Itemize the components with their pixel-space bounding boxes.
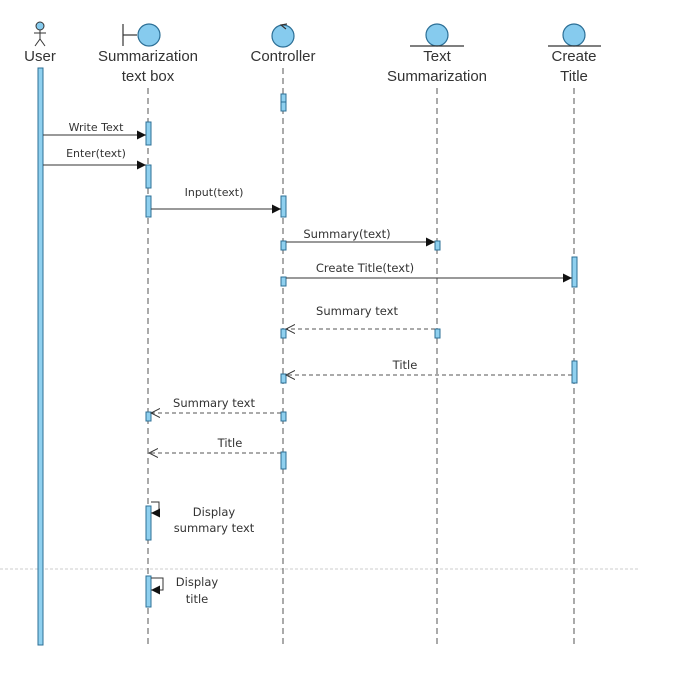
control-icon [271,23,295,48]
activation-bar [280,276,287,287]
message-label-line1: Display [176,575,219,589]
participant-create-title: Create Title [548,23,601,85]
participant-label-title-line2: Title [560,68,588,85]
message-create-title-call: Create Title(text) [286,261,572,283]
message-summary-return: Summary text [286,304,435,329]
message-label: Summary text [173,396,255,410]
self-message-arrow [151,577,164,595]
message-input-text: Input(text) [151,186,281,214]
activation-bar [434,240,441,251]
participant-label-controller: Controller [250,48,315,65]
activation-bar [280,240,287,251]
activation-bar [145,121,152,146]
activation-bar [145,195,152,218]
activation-bar [571,360,578,384]
message-label: Title [392,358,418,372]
activation-bar [280,411,287,422]
activation-bar [434,328,441,339]
message-label-line1: Display [193,505,236,519]
participant-label-summarizer-line1: Text [423,48,451,65]
activation-bars [145,93,578,608]
participant-text-summarization: Text Summarization [387,23,487,85]
entity-icon [410,23,464,47]
participant-label-textbox-line2: text box [122,68,175,85]
activation-bar [280,328,287,339]
message-label: Input(text) [185,186,244,199]
actor-user: User [24,21,56,65]
activation-bar [145,411,152,422]
boundary-icon [122,23,161,47]
message-label-line2: title [186,592,208,606]
self-message-display-title: Display title [151,575,218,606]
message-enter-text: Enter(text) [43,147,146,170]
user-lifeline-bar [37,67,44,646]
message-label: Enter(text) [66,147,126,160]
participant-label-user: User [24,48,56,65]
activation-bar [280,195,287,218]
self-message-display-summary: Display summary text [151,501,255,535]
self-message-arrow [151,501,160,518]
message-write-text: Write Text [43,121,146,140]
entity-icon [548,23,601,47]
message-title-to-textbox: Title [149,436,281,453]
message-label: Title [217,436,243,450]
activation-bar [280,373,287,384]
participant-label-title-line1: Create [551,48,596,65]
message-label-line2: summary text [174,521,255,535]
message-summary-to-textbox: Summary text [151,396,281,413]
participant-label-textbox-line1: Summarization [98,48,198,65]
message-label: Create Title(text) [316,261,414,275]
activation-bar [571,256,578,288]
activation-bar [145,164,152,189]
participant-controller: Controller [250,23,316,65]
message-title-return: Title [286,358,572,375]
participant-label-summarizer-line2: Summarization [387,68,487,85]
actor-stick-figure-icon [34,21,46,47]
activation-bar [145,505,152,541]
message-label: Summary text [316,304,398,318]
activation-bar [145,575,152,608]
participant-textbox: Summarization text box [98,23,198,85]
message-label: Write Text [69,121,124,134]
activation-bar [280,451,287,470]
message-label: Summary(text) [303,227,390,241]
message-summary-call: Summary(text) [286,227,435,247]
